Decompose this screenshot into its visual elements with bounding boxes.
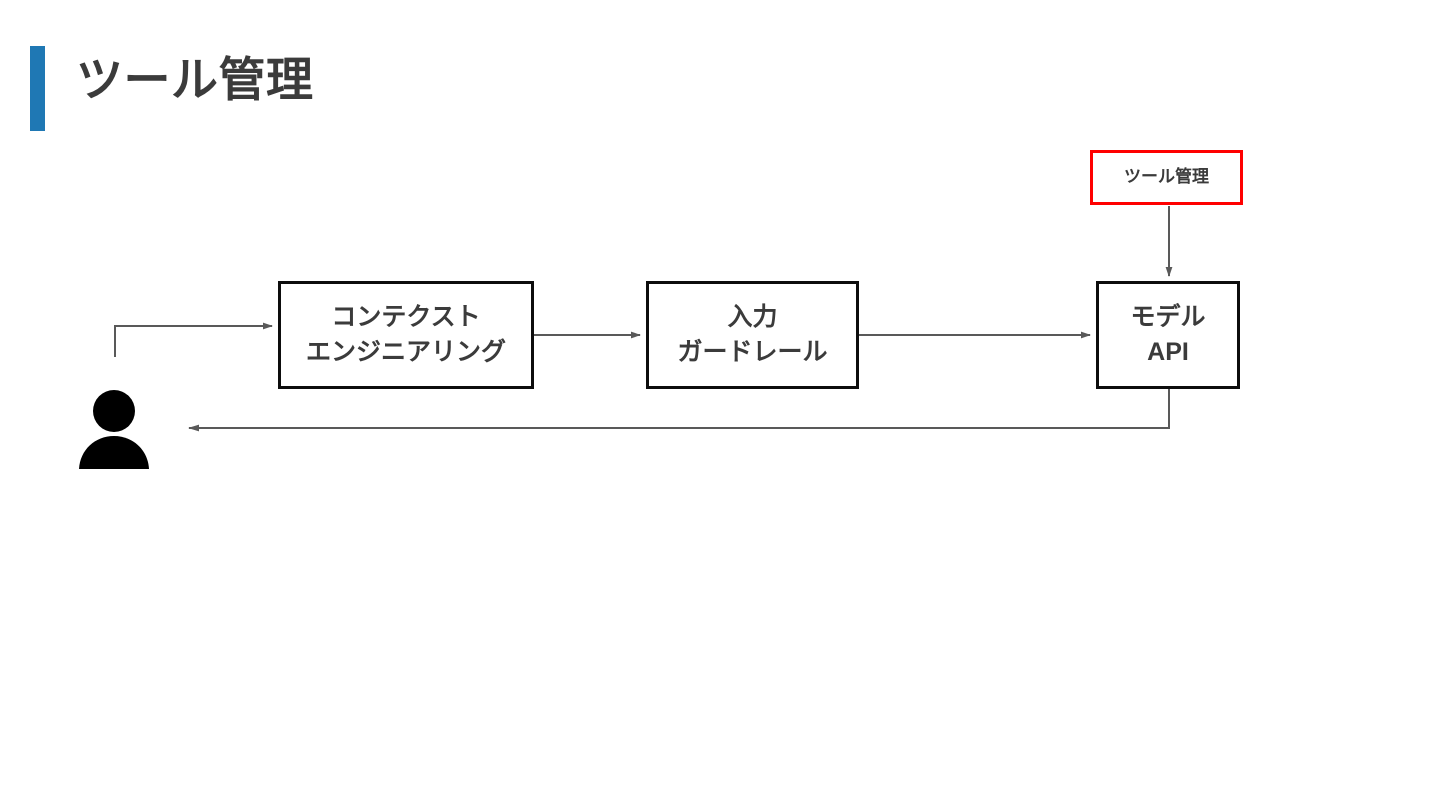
connector-user-to-context bbox=[114, 322, 273, 357]
node-context-engineering[interactable]: コンテクスト エンジニアリング bbox=[278, 281, 534, 389]
person-icon bbox=[79, 390, 149, 469]
node-input-guardrail-line-1: 入力 bbox=[727, 302, 778, 331]
node-model-api[interactable]: モデル API bbox=[1096, 281, 1240, 389]
node-input-guardrail-line-2: ガードレール bbox=[677, 338, 828, 366]
node-model-api-line-1: モデル bbox=[1130, 302, 1206, 331]
node-input-guardrail[interactable]: 入力 ガードレール bbox=[646, 281, 859, 389]
node-tool-management-label: ツール管理 bbox=[1124, 167, 1209, 187]
title-accent-bar bbox=[30, 46, 45, 131]
page-title: ツール管理 bbox=[76, 53, 314, 106]
node-tool-management[interactable]: ツール管理 bbox=[1090, 150, 1243, 205]
connector-model-to-user bbox=[188, 389, 1170, 432]
node-context-engineering-line-1: コンテクスト bbox=[331, 302, 481, 331]
node-context-engineering-line-2: エンジニアリング bbox=[305, 338, 506, 366]
node-model-api-line-2: API bbox=[1147, 338, 1189, 366]
